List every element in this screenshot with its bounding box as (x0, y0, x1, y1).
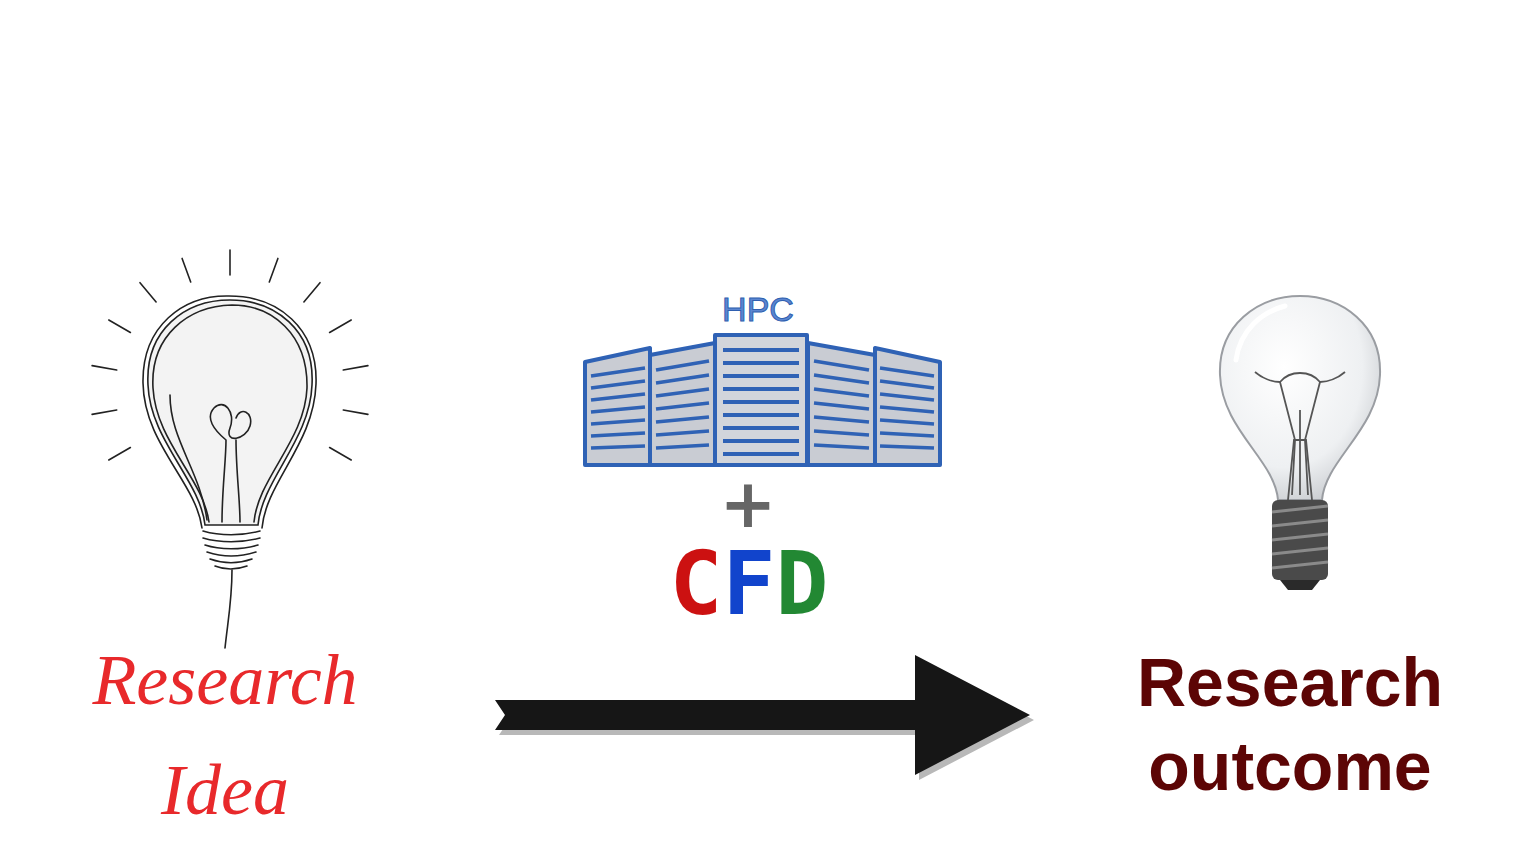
hpc-cluster-icon (585, 335, 940, 465)
light-bulb (1220, 296, 1380, 590)
flow-arrow (495, 655, 1034, 780)
node-text: Research outcome (1130, 640, 1450, 808)
hpc-label: HPC (722, 290, 794, 329)
plus-sign: + (720, 470, 777, 538)
sketch-bulb (92, 250, 368, 648)
outcome-label: Research outcome (1130, 640, 1450, 808)
node-text: Research Idea (60, 625, 390, 845)
idea-label: Research Idea (60, 625, 390, 845)
cfd-label: CFD (670, 540, 829, 628)
